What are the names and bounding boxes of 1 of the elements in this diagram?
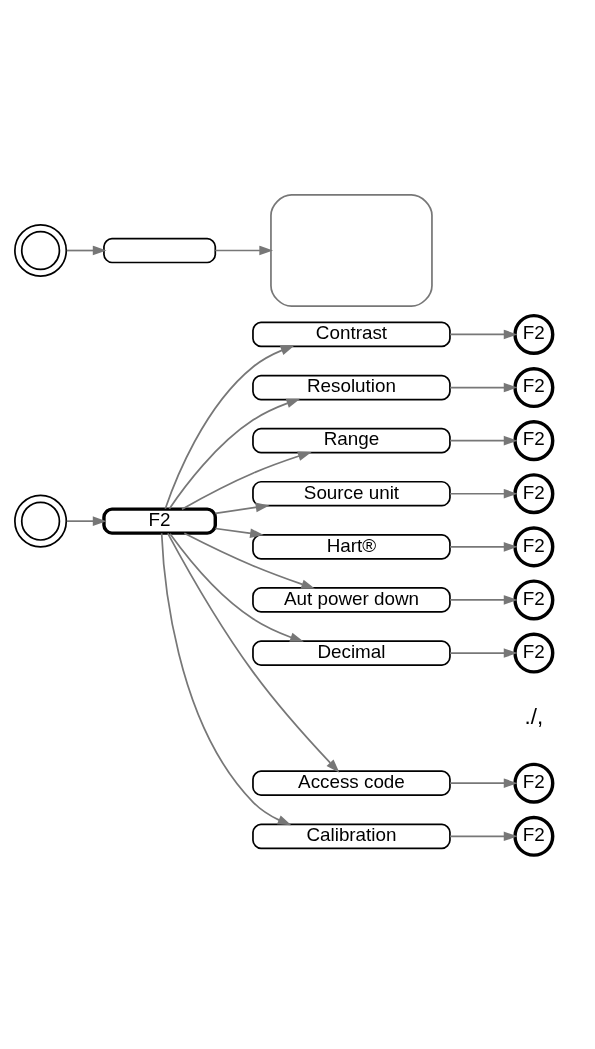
label: ./,	[524, 703, 544, 729]
